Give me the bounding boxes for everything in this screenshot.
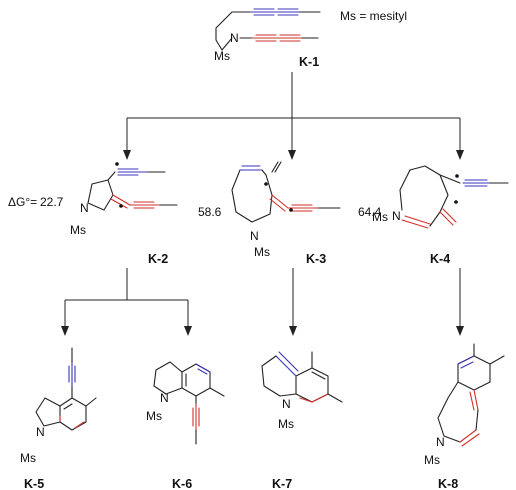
label-k8: K-8 — [438, 477, 458, 490]
structure-k8: N Ms — [424, 343, 505, 467]
k7-ms-label: Ms — [278, 417, 294, 431]
k8-nitrogen-label: N — [436, 435, 445, 449]
k6-nitrogen-label: N — [160, 391, 169, 405]
label-k6: K-6 — [172, 477, 192, 490]
label-k1: K-1 — [299, 55, 319, 69]
k2-nitrogen-label: N — [80, 201, 89, 215]
k4-ms-label: Ms — [372, 210, 388, 224]
k7-nitrogen-label: N — [282, 397, 291, 411]
structure-k6: N Ms — [146, 361, 225, 445]
k3-ms-label: Ms — [254, 245, 270, 259]
k5-nitrogen-label: N — [36, 425, 45, 439]
structure-k2: N Ms — [70, 162, 178, 237]
structure-k7: N Ms — [261, 351, 343, 431]
structure-k5: N Ms — [20, 347, 97, 465]
label-k7: K-7 — [272, 477, 292, 490]
k1-ms-label: Ms — [214, 49, 230, 63]
structure-k4: N Ms — [372, 165, 509, 229]
arrows-top — [123, 72, 464, 160]
k5-ms-label: Ms — [20, 451, 36, 465]
k4-nitrogen-label: N — [392, 209, 401, 223]
mesityl-note: Ms = mesityl — [340, 9, 407, 23]
delta-g-label: ΔG°= — [8, 195, 37, 209]
label-k3: K-3 — [306, 252, 326, 266]
k2-ms-label: Ms — [70, 223, 86, 237]
delta-g-k3: 58.6 — [198, 205, 222, 219]
label-k4: K-4 — [430, 252, 450, 266]
delta-g-k2: 22.7 — [40, 195, 64, 209]
arrows-bottom — [61, 268, 464, 336]
k6-ms-label: Ms — [146, 409, 162, 423]
k8-ms-label: Ms — [424, 453, 440, 467]
label-k2: K-2 — [148, 252, 168, 266]
structure-k1: N Ms — [214, 8, 321, 63]
k3-nitrogen-label: N — [250, 229, 259, 243]
delta-g-k4: 64.4 — [358, 205, 382, 219]
k1-nitrogen-label: N — [230, 31, 239, 45]
label-k5: K-5 — [24, 477, 44, 490]
structure-k3: N Ms — [231, 161, 341, 259]
